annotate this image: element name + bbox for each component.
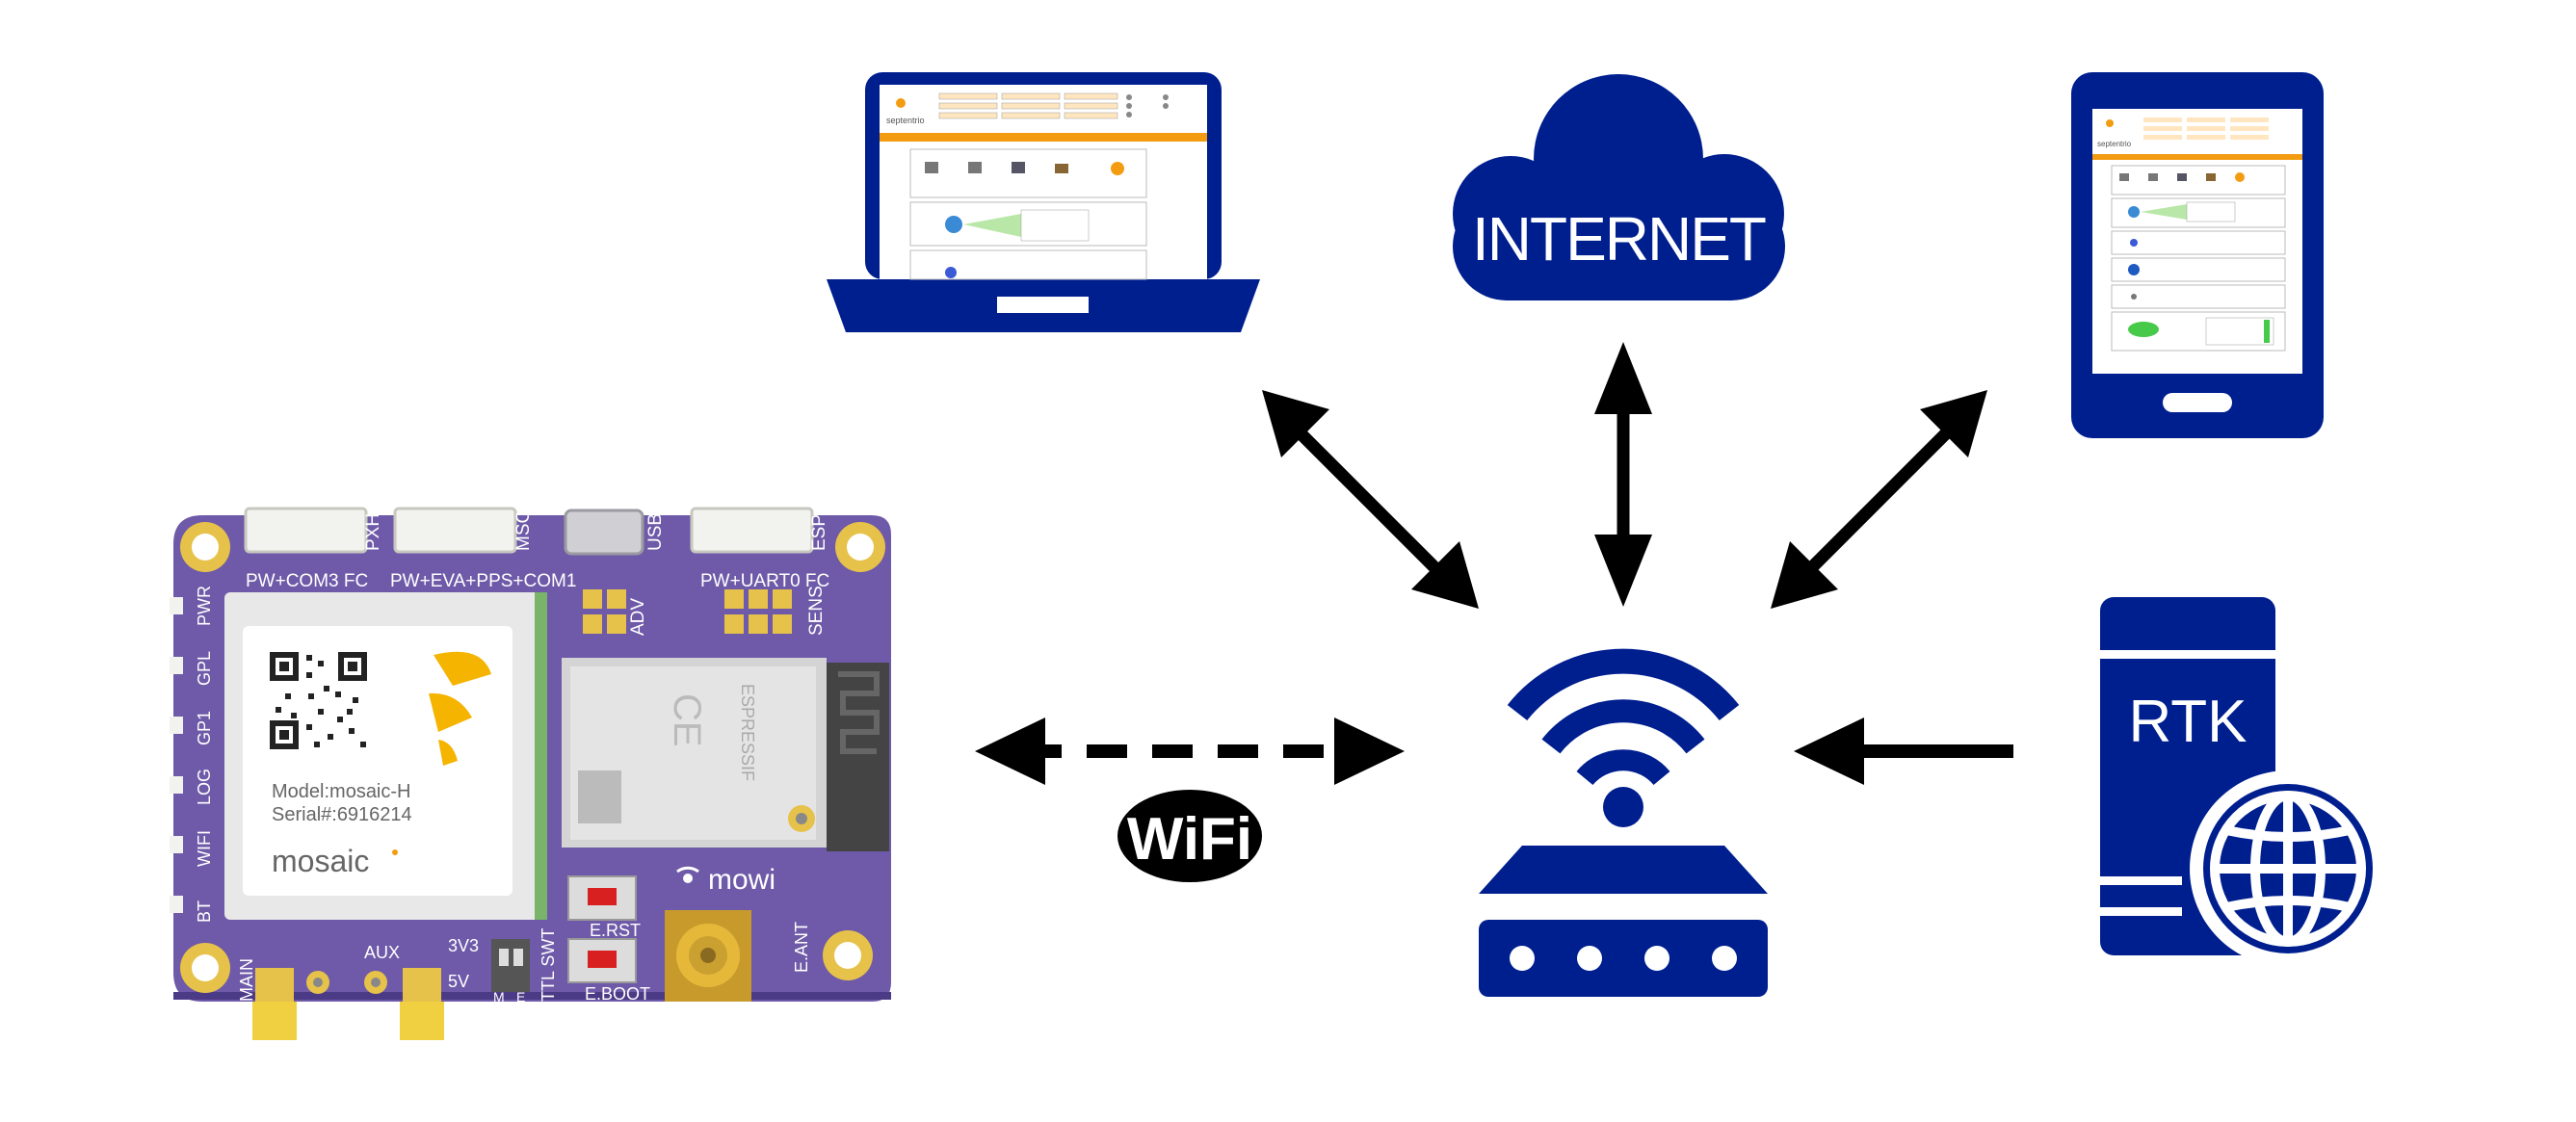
server-globe-icon: RTK: [2100, 597, 2386, 967]
label-msc: MSC: [513, 510, 534, 551]
antenna-connector-aux: [400, 968, 444, 1040]
laptop-screen-webui: septentrio: [880, 92, 1207, 280]
model-label: Model:mosaic-H: [272, 781, 410, 802]
arrow-rtk-router: [1794, 718, 2013, 785]
smartphone-icon: septentrio: [2071, 72, 2324, 438]
laptop-icon: septentrio: [827, 72, 1260, 332]
mowi-logo: mowi: [676, 864, 775, 896]
led-label-bt: BT: [195, 900, 214, 923]
label-e-rst: E.RST: [590, 921, 641, 940]
label-m: M: [493, 989, 505, 1005]
label-e: E: [516, 989, 525, 1005]
esp-mfr: ESPRESSIF: [738, 684, 757, 781]
rtk-label: RTK: [2129, 689, 2247, 755]
ttl-switch: [491, 939, 530, 992]
button-e-boot: [567, 938, 637, 983]
arrow-internet-router: [1594, 342, 1652, 607]
label-pxh: PXH: [363, 513, 383, 551]
label-ttl-swt: TTL SWT: [539, 928, 558, 1002]
antenna-connector-main: [252, 968, 297, 1040]
label-5v: 5V: [448, 972, 469, 991]
wifi-badge-icon: WiFi: [1117, 790, 1262, 882]
led-label-gpl: GPL: [195, 651, 214, 686]
internet-label: INTERNET: [1472, 204, 1766, 274]
laptop-brand: septentrio: [886, 116, 925, 125]
phone-brand: septentrio: [2097, 140, 2132, 148]
sma-connector: [665, 910, 751, 1002]
esp32-module: CE ESPRESSIF: [562, 658, 889, 851]
led-label-gp1: GP1: [195, 711, 214, 745]
label-3v3: 3V3: [448, 936, 479, 955]
label-main: MAIN: [237, 958, 256, 1002]
arrow-phone-router: [1771, 390, 1987, 609]
label-esp: ESP: [809, 514, 829, 551]
arrow-board-router-dashed: [975, 718, 1405, 785]
arrow-laptop-router: [1262, 390, 1479, 609]
label-pw-eva: PW+EVA+PPS+COM1: [390, 571, 576, 591]
cloud-icon: INTERNET: [1453, 74, 1785, 300]
label-usb: USB: [645, 513, 666, 551]
led-label-wifi: WIFI: [195, 830, 214, 867]
label-aux: AUX: [364, 943, 400, 962]
qr-code: [268, 650, 369, 751]
label-e-ant: E.ANT: [792, 922, 811, 973]
mosaic-module: Model:mosaic-H Serial#:6916214 mosaic: [224, 592, 547, 920]
phone-screen-webui: septentrio: [2092, 117, 2302, 352]
led-labels: PWR GPL GP1 LOG WIFI BT: [170, 586, 214, 923]
label-pw-uart: PW+UART0 FC: [700, 571, 829, 591]
mowi-label: mowi: [708, 864, 775, 896]
label-pw-com3: PW+COM3 FC: [246, 571, 368, 591]
wifi-router-icon: [1479, 648, 1768, 997]
mosaic-board: PXH MSC USB ESP PW+COM3 FC PW+EVA+PPS+CO…: [170, 507, 891, 1040]
led-label-pwr: PWR: [195, 586, 214, 626]
mosaic-brand-label: mosaic: [272, 844, 369, 878]
label-adv: ADV: [628, 598, 648, 636]
button-e-rst: [567, 875, 637, 921]
septentrio-logo: [429, 651, 491, 766]
led-label-log: LOG: [195, 769, 214, 805]
label-sens: SENS: [806, 586, 827, 636]
label-e-boot: E.BOOT: [585, 984, 650, 1004]
wifi-badge-label: WiFi: [1127, 806, 1252, 873]
serial-label: Serial#:6916214: [272, 804, 412, 825]
esp-ce-mark: CE: [666, 693, 708, 747]
